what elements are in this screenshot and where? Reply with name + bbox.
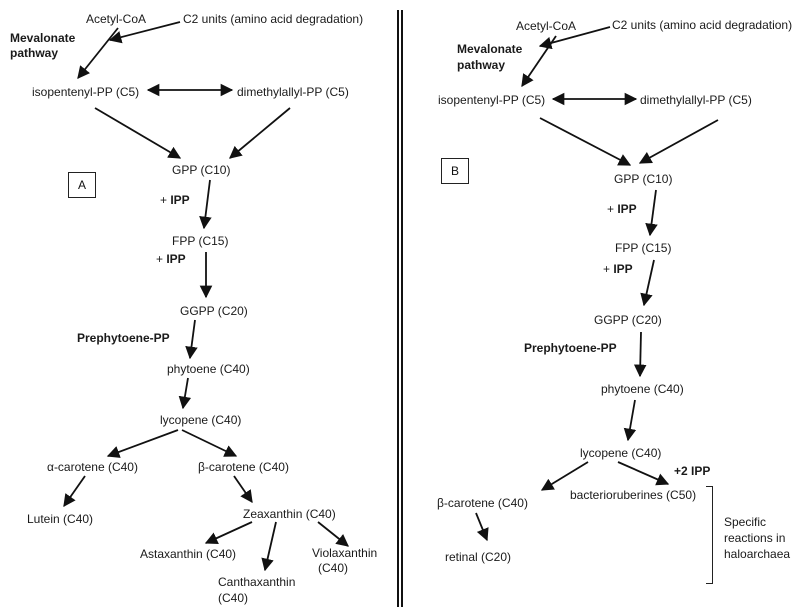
a-acetyl-coa: Acetyl-CoA bbox=[86, 12, 147, 26]
a-plus-ipp-2: + IPP bbox=[156, 252, 186, 266]
panel-divider-left-line bbox=[397, 10, 399, 607]
b-plus-ipp-2-ipp: IPP bbox=[613, 262, 633, 276]
a-plus-ipp-2-ipp: IPP bbox=[166, 252, 186, 266]
a-arrow-lycopene-to-beta bbox=[181, 429, 238, 457]
b-bacterioruberines: bacterioruberines (C50) bbox=[570, 488, 697, 502]
b-arrow-beta-to-retinal bbox=[475, 512, 489, 542]
a-arrow-beta-to-zeaxanthin bbox=[233, 475, 253, 504]
haloarchaea-bracket bbox=[706, 486, 713, 584]
a-arrow-alpha-to-lutein bbox=[63, 475, 86, 508]
b-arrow-gpp-to-fpp bbox=[645, 189, 658, 237]
b-arrow-ipp-to-gpp bbox=[539, 117, 632, 166]
a-canthaxanthin-c40: (C40) bbox=[218, 591, 249, 605]
b-dimethylallyl-pp: dimethylallyl-PP (C5) bbox=[640, 93, 752, 107]
a-fpp: FPP (C15) bbox=[172, 234, 229, 248]
a-violaxanthin-c40: (C40) bbox=[318, 561, 349, 575]
a-lutein: Lutein (C40) bbox=[27, 512, 94, 526]
a-prephytoene: Prephytoene-PP bbox=[77, 331, 170, 345]
a-arrow-dmapp-to-gpp bbox=[229, 107, 291, 159]
a-canthaxanthin: Canthaxanthin bbox=[218, 575, 296, 589]
b-haloarchaea: haloarchaea bbox=[724, 547, 791, 561]
a-plus-ipp-1: + IPP bbox=[160, 193, 190, 207]
panel-a-box: A bbox=[68, 172, 96, 198]
b-plus-ipp-1-plus: + bbox=[607, 202, 618, 216]
a-zeaxanthin: Zeaxanthin (C40) bbox=[243, 507, 336, 521]
a-violaxanthin: Violaxanthin bbox=[312, 546, 378, 560]
a-alpha-carotene: α-carotene (C40) bbox=[47, 460, 138, 474]
a-dimethylallyl-pp: dimethylallyl-PP (C5) bbox=[237, 85, 349, 99]
panel-b-box: B bbox=[441, 158, 469, 184]
b-fpp: FPP (C15) bbox=[615, 241, 672, 255]
b-gpp: GPP (C10) bbox=[614, 172, 673, 186]
b-isopentenyl-pp: isopentenyl-PP (C5) bbox=[438, 93, 546, 107]
a-pathway: pathway bbox=[10, 46, 59, 60]
a-astaxanthin: Astaxanthin (C40) bbox=[140, 547, 237, 561]
b-reactions-in: reactions in bbox=[724, 531, 786, 545]
a-isopentenyl-pp: isopentenyl-PP (C5) bbox=[32, 85, 140, 99]
a-arrow-c2-to-acetyl bbox=[108, 21, 181, 44]
b-arrow-ggpp-to-phytoene bbox=[633, 331, 647, 378]
a-arrow-zeax-to-cantha bbox=[261, 521, 277, 572]
a-arrow-gpp-to-fpp bbox=[199, 179, 212, 230]
b-lycopene: lycopene (C40) bbox=[580, 446, 662, 460]
b-phytoene: phytoene (C40) bbox=[601, 382, 684, 396]
a-phytoene: phytoene (C40) bbox=[167, 362, 250, 376]
a-arrow-phytoene-to-lycopene bbox=[178, 377, 192, 410]
b-c2-units: C2 units (amino acid degradation) bbox=[612, 18, 793, 32]
b-plus-ipp-1-ipp: IPP bbox=[617, 202, 637, 216]
b-arrow-lycopene-to-bacterio bbox=[617, 461, 670, 486]
a-plus-ipp-1-plus: + bbox=[160, 193, 171, 207]
b-prephytoene: Prephytoene-PP bbox=[524, 341, 617, 355]
a-plus-ipp-2-plus: + bbox=[156, 252, 167, 266]
a-arrow-acetyl-to-ipp bbox=[77, 27, 119, 79]
a-arrow-ipp-to-gpp bbox=[94, 107, 182, 159]
panel-a-letter: A bbox=[77, 178, 86, 192]
a-mevalonate: Mevalonate bbox=[10, 31, 76, 45]
b-arrow-dmapp-to-gpp bbox=[638, 119, 719, 164]
b-mevalonate: Mevalonate bbox=[457, 42, 523, 56]
panel-b-letter: B bbox=[450, 164, 459, 178]
b-plus-ipp-2-plus: + bbox=[603, 262, 614, 276]
panel-divider-right-line bbox=[401, 10, 403, 607]
a-arrow-zeax-to-viola bbox=[317, 521, 349, 547]
a-arrow-lycopene-to-alpha bbox=[106, 429, 179, 458]
b-arrow-fpp-to-ggpp bbox=[640, 259, 655, 307]
b-ggpp: GGPP (C20) bbox=[594, 313, 662, 327]
b-specific: Specific bbox=[724, 515, 767, 529]
a-gpp: GPP (C10) bbox=[172, 163, 231, 177]
a-arrow-zeax-to-astax bbox=[204, 521, 253, 545]
a-c2-units: C2 units (amino acid degradation) bbox=[183, 12, 364, 26]
b-plus-2-ipp: +2 IPP bbox=[674, 464, 711, 478]
a-plus-ipp-1-ipp: IPP bbox=[170, 193, 190, 207]
b-beta-carotene: β-carotene (C40) bbox=[437, 496, 528, 510]
a-lycopene: lycopene (C40) bbox=[160, 413, 242, 427]
b-arrow-phytoene-to-lycopene bbox=[623, 399, 637, 442]
a-arrow-ggpp-to-phytoene bbox=[185, 319, 198, 360]
a-beta-carotene: β-carotene (C40) bbox=[198, 460, 289, 474]
b-plus-ipp-2: + IPP bbox=[603, 262, 633, 276]
b-pathway: pathway bbox=[457, 58, 506, 72]
b-acetyl-coa: Acetyl-CoA bbox=[516, 19, 577, 33]
b-plus-ipp-1: + IPP bbox=[607, 202, 637, 216]
b-arrow-acetyl-to-ipp bbox=[521, 35, 557, 88]
b-retinal: retinal (C20) bbox=[445, 550, 512, 564]
a-ggpp: GGPP (C20) bbox=[180, 304, 248, 318]
b-arrow-lycopene-to-beta bbox=[540, 461, 589, 491]
